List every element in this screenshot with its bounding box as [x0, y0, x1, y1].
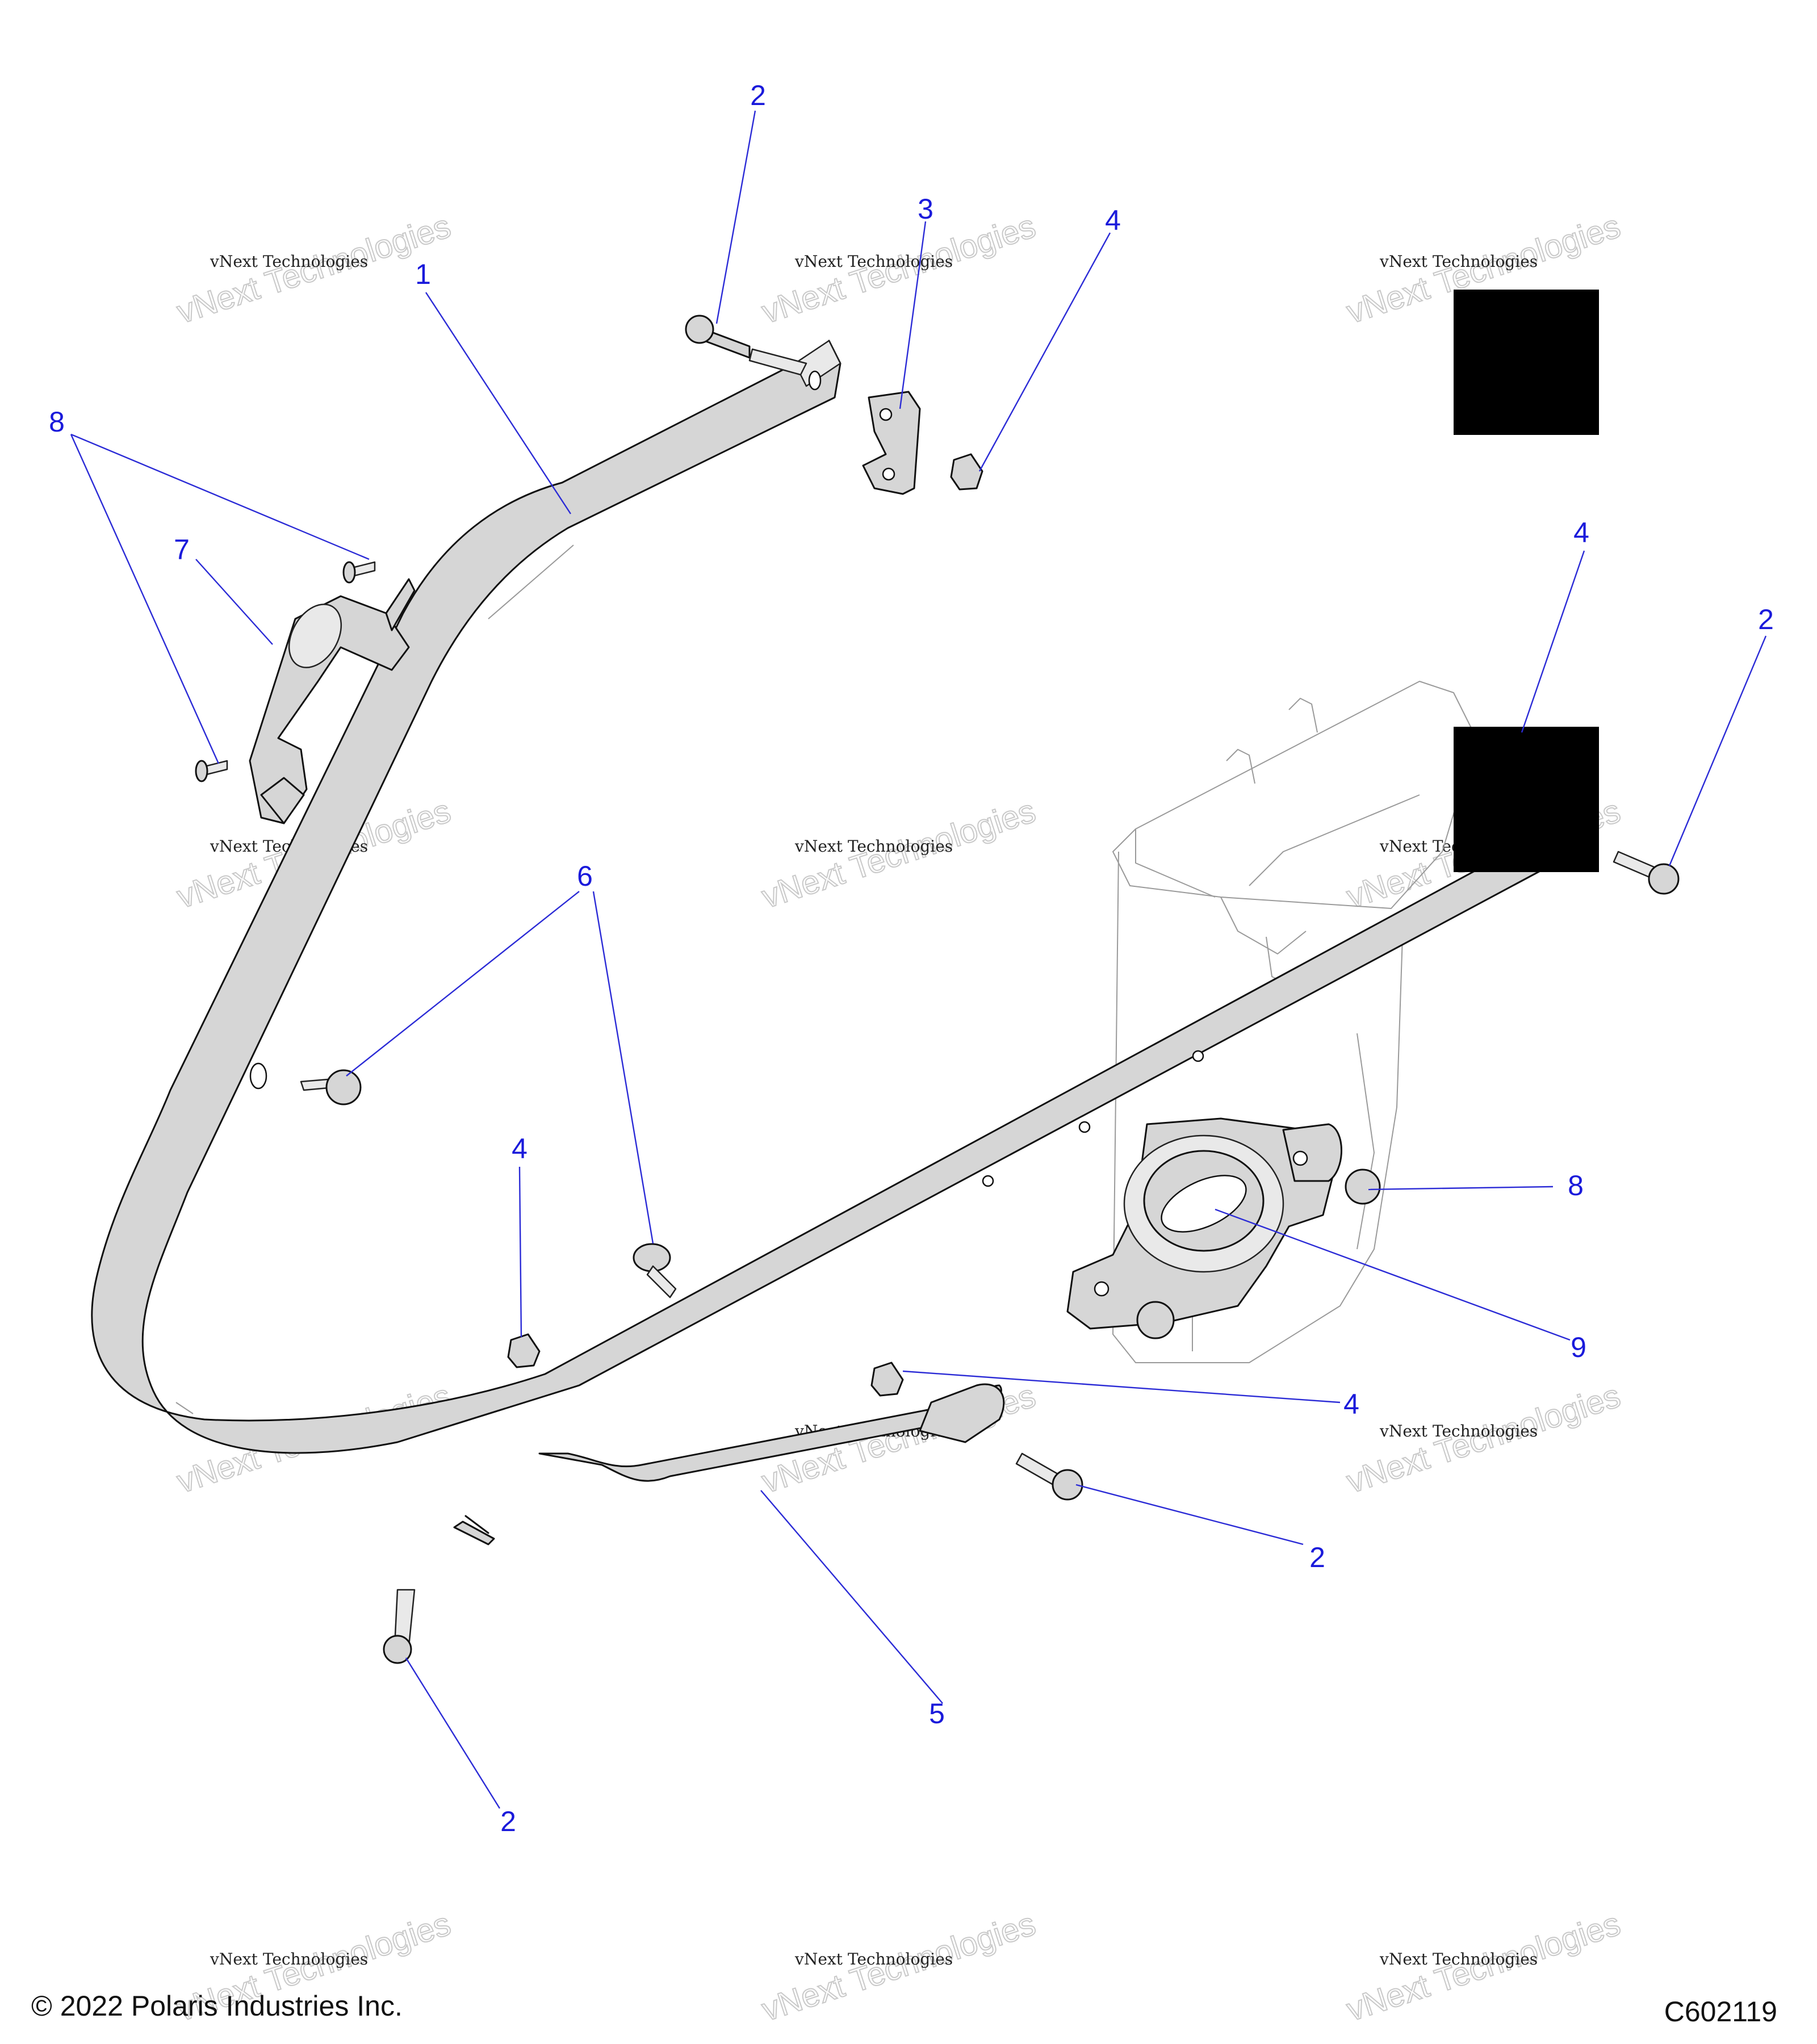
drawing-id: C602119	[1664, 1996, 1777, 2028]
callout-label: 9	[1571, 1331, 1586, 1363]
push-rivet	[300, 1069, 362, 1105]
nut-top	[950, 453, 983, 491]
watermark: vNext Technologies vNext Technologies	[757, 791, 1040, 916]
callout-label: 4	[1343, 1388, 1359, 1420]
nut-lower	[870, 1362, 904, 1397]
callout-label: 5	[929, 1698, 945, 1729]
callout-label: 8	[49, 406, 65, 438]
callout-label: 8	[1568, 1170, 1584, 1201]
watermark: vNext Technologies vNext Technologies	[172, 207, 455, 331]
bracket	[249, 578, 416, 824]
callout-label: 3	[918, 193, 933, 225]
bolt-top	[685, 315, 807, 376]
callout-label: 6	[577, 860, 593, 892]
tube-hole	[249, 1062, 267, 1090]
hitch-receiver	[1066, 1117, 1342, 1339]
svg-text:vNext Technologies: vNext Technologies	[1379, 252, 1538, 271]
tube-hole	[808, 370, 822, 391]
tube-hole	[982, 1175, 994, 1187]
callout-label: 2	[500, 1806, 516, 1837]
nut-left	[507, 1333, 541, 1368]
bolt-bottom	[383, 1589, 416, 1664]
svg-text:vNext Technologies: vNext Technologies	[1379, 1950, 1538, 1968]
mounting-plate	[862, 391, 921, 495]
callout-label: 4	[1105, 204, 1121, 236]
callout-label: 2	[1758, 604, 1774, 635]
callout-label: 2	[1309, 1542, 1325, 1573]
receiver-opening	[1161, 1175, 1247, 1233]
push-rivet	[633, 1243, 677, 1299]
redaction-box	[1454, 727, 1599, 872]
callout-label: 7	[174, 534, 190, 566]
rivet	[342, 561, 376, 584]
bolt-right	[1613, 851, 1680, 895]
svg-text:vNext Technologies: vNext Technologies	[210, 252, 368, 271]
tube-hole	[1078, 1121, 1091, 1133]
watermark: vNext Technologies vNext Technologies	[1342, 1376, 1625, 1501]
watermark: vNext Technologies vNext Technologies	[757, 207, 1040, 331]
svg-text:vNext Technologies: vNext Technologies	[210, 1950, 368, 1968]
bumper-tube	[91, 340, 1546, 1454]
callouts: 1 2 2 2 2 3 4 4 4 4 5 6 7 8 8 9	[49, 79, 1774, 1837]
redaction-box	[1454, 290, 1599, 435]
leader-lines	[70, 110, 1767, 1809]
svg-text:vNext Technologies: vNext Technologies	[1379, 1422, 1538, 1440]
callout-label: 1	[415, 258, 431, 290]
rivet	[1345, 1168, 1381, 1205]
callout-label: 4	[1573, 517, 1589, 548]
tube-hole	[1192, 1050, 1204, 1062]
svg-text:vNext Technologies: vNext Technologies	[794, 252, 953, 271]
copyright-notice: © 2022 Polaris Industries Inc.	[31, 1990, 403, 2022]
callout-label: 2	[750, 79, 766, 111]
lower-support-arm	[453, 1383, 1005, 1545]
svg-text:vNext Technologies: vNext Technologies	[794, 837, 953, 856]
watermark: vNext Technologies vNext Technologies	[757, 1904, 1040, 2029]
callout-label: 4	[512, 1133, 527, 1165]
svg-text:vNext Technologies: vNext Technologies	[794, 1950, 953, 1968]
watermark: vNext Technologies vNext Technologies	[1342, 1904, 1625, 2029]
rivet	[195, 760, 228, 782]
bolt-lower-right	[1015, 1452, 1083, 1501]
